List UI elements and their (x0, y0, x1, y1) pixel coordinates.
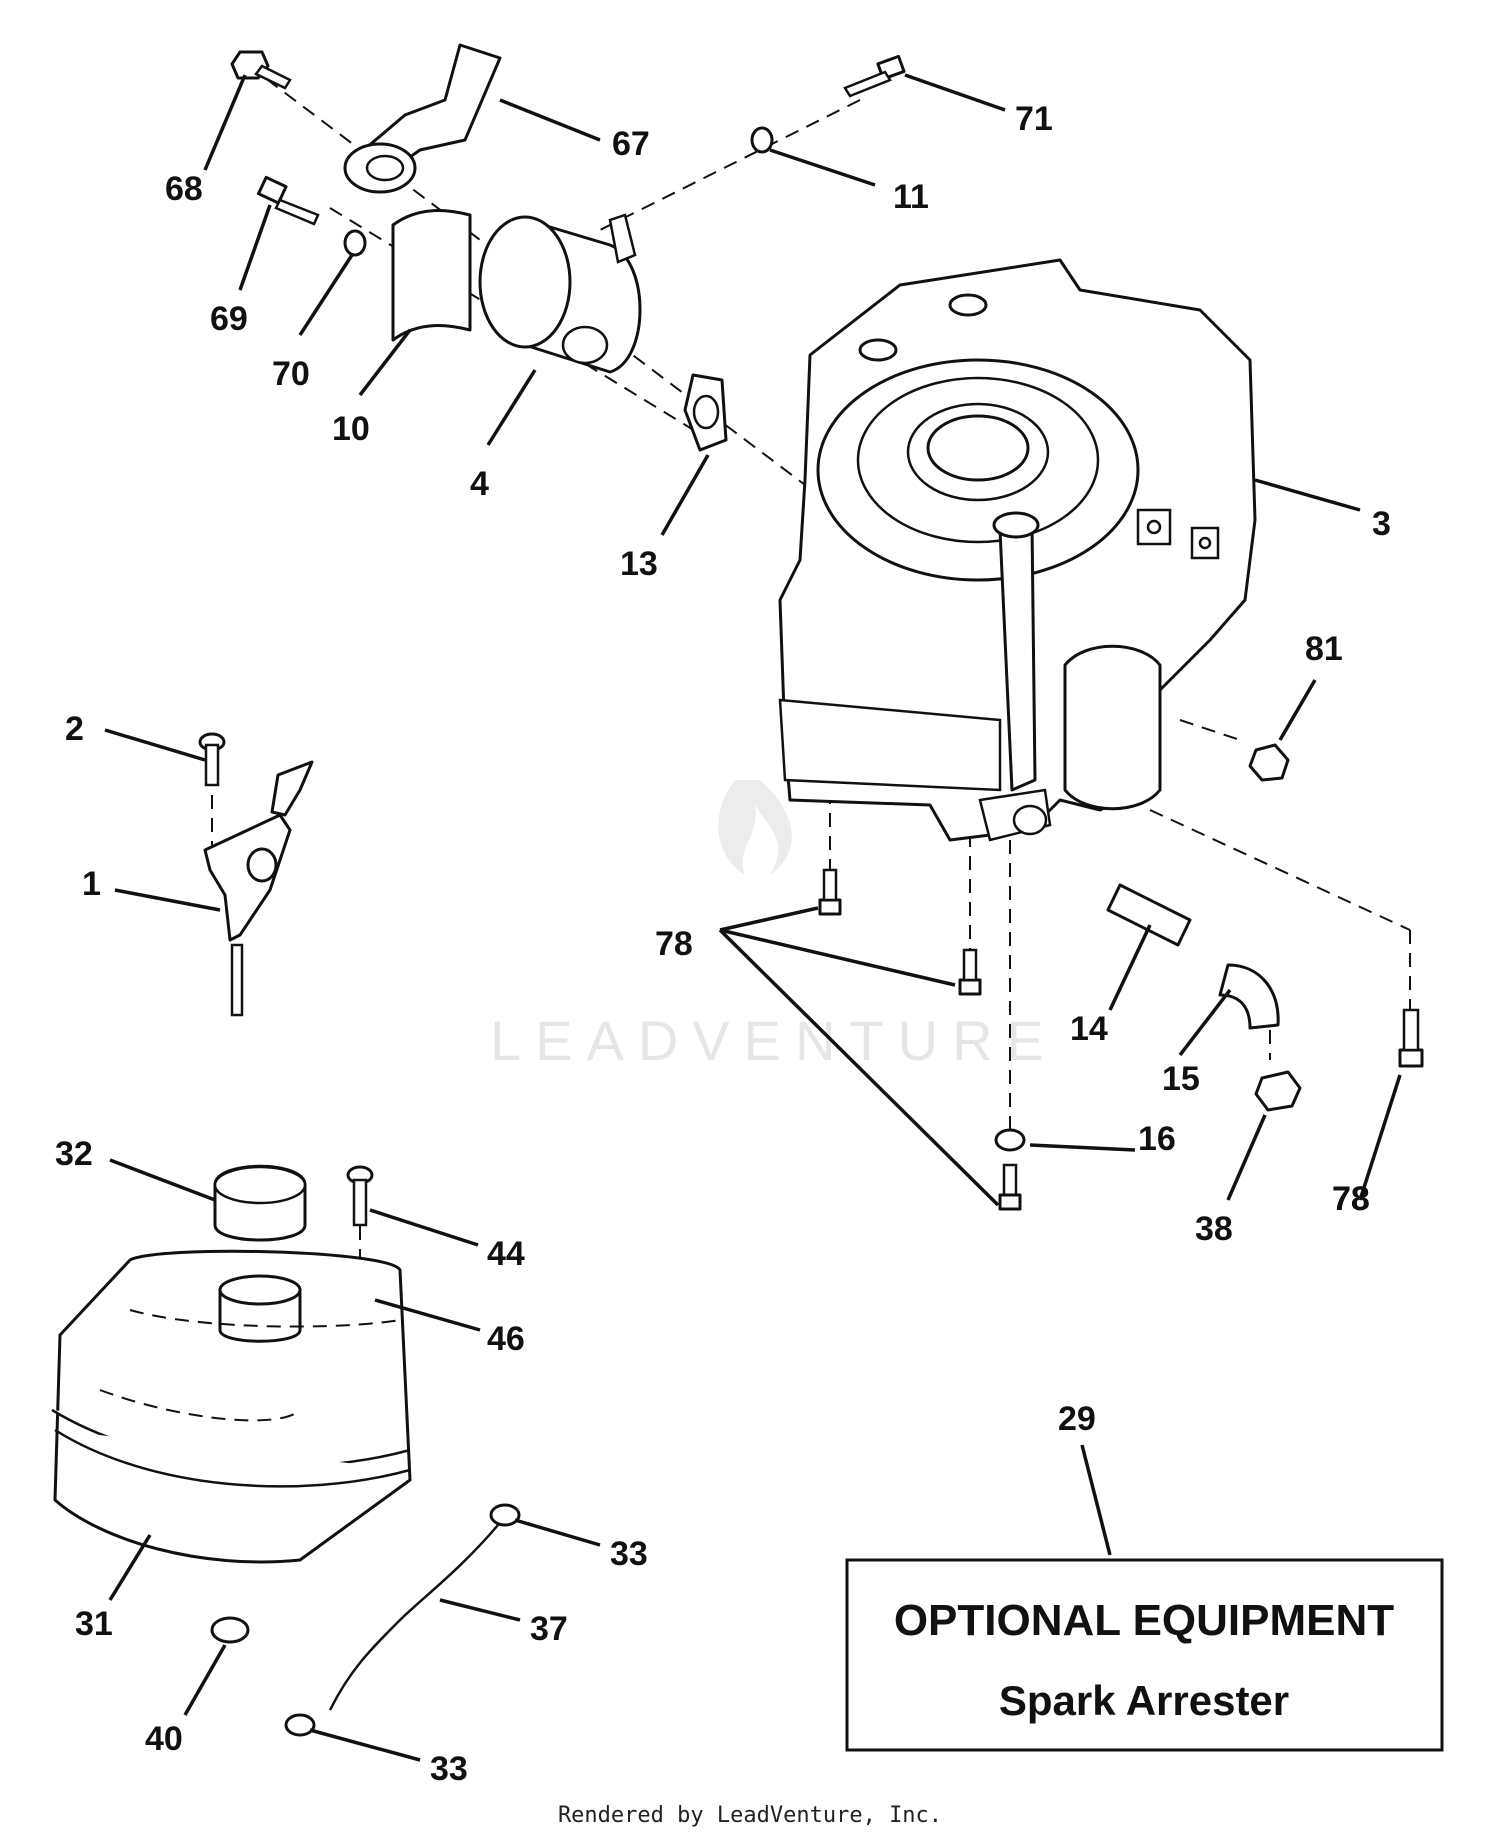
callout-38: 38 (1195, 1210, 1233, 1248)
callout-4: 4 (470, 465, 489, 503)
callout-46: 46 (487, 1320, 525, 1358)
callout-68: 68 (165, 170, 203, 208)
watermark: LEADVENTURE (490, 780, 1058, 1072)
part-32-cap (213, 1164, 307, 1242)
spark-arrester-label: Spark Arrester (999, 1677, 1289, 1724)
callout-16: 16 (1138, 1120, 1176, 1158)
part-37-fuel-line (328, 1524, 499, 1711)
callout-81: 81 (1305, 630, 1343, 668)
part-15-elbow (1218, 963, 1280, 1030)
callout-3: 3 (1372, 505, 1391, 543)
callout-40: 40 (145, 1720, 183, 1758)
part-33-clamps (284, 1503, 521, 1737)
callout-33-bottom: 33 (430, 1750, 468, 1788)
part-10-heat-shield (391, 209, 472, 342)
part-68-screw (230, 50, 292, 90)
callout-31: 31 (75, 1605, 113, 1643)
part-13-gasket (683, 373, 728, 452)
optional-equipment-box: OPTIONAL EQUIPMENT Spark Arrester (845, 1558, 1444, 1752)
callout-13: 13 (620, 545, 658, 583)
part-11-washer (750, 126, 774, 154)
render-credit: Rendered by LeadVenture, Inc. (558, 1803, 942, 1828)
part-3-engine (778, 258, 1257, 842)
callout-1: 1 (82, 865, 101, 903)
part-2-screw (198, 732, 226, 787)
callout-67: 67 (612, 125, 650, 163)
callout-70: 70 (272, 355, 310, 393)
callout-33-top: 33 (610, 1535, 648, 1573)
callout-11: 11 (893, 178, 929, 216)
part-78-bolts (818, 868, 1424, 1068)
callout-71: 71 (1015, 100, 1053, 138)
callout-15: 15 (1162, 1060, 1200, 1098)
part-69-bolt (257, 175, 320, 226)
callout-78-right: 78 (1332, 1180, 1370, 1218)
part-81-nut (1248, 743, 1290, 782)
callout-29: 29 (1058, 1400, 1096, 1438)
watermark-text: LEADVENTURE (490, 1009, 1058, 1072)
callout-37: 37 (530, 1610, 568, 1648)
part-16-washer (994, 1128, 1026, 1211)
callout-32: 32 (55, 1135, 93, 1173)
callout-numbers: 68 67 71 11 69 70 10 4 13 3 81 2 1 78 78… (55, 100, 1391, 1788)
callout-78-left: 78 (655, 925, 693, 963)
callout-2: 2 (65, 710, 84, 748)
part-71-bolt (843, 54, 906, 98)
part-67-bracket (343, 43, 502, 194)
part-44-screw (346, 1165, 374, 1227)
part-40-grommet (210, 1616, 250, 1644)
part-70-washer (343, 229, 367, 257)
part-4-muffler (478, 213, 642, 374)
callout-44: 44 (487, 1235, 525, 1273)
callout-14: 14 (1070, 1010, 1108, 1048)
callout-69: 69 (210, 300, 248, 338)
leader-lines (104, 73, 1402, 1762)
part-38-nut (1254, 1070, 1302, 1112)
callout-10: 10 (332, 410, 370, 448)
callout-78-bottom: 78 (1332, 1180, 1370, 1218)
optional-equipment-title: OPTIONAL EQUIPMENT (894, 1596, 1394, 1645)
part-1-throttle-control (203, 760, 314, 1017)
part-31-fuel-tank (51, 1249, 412, 1564)
part-14-nipple (1106, 883, 1192, 947)
